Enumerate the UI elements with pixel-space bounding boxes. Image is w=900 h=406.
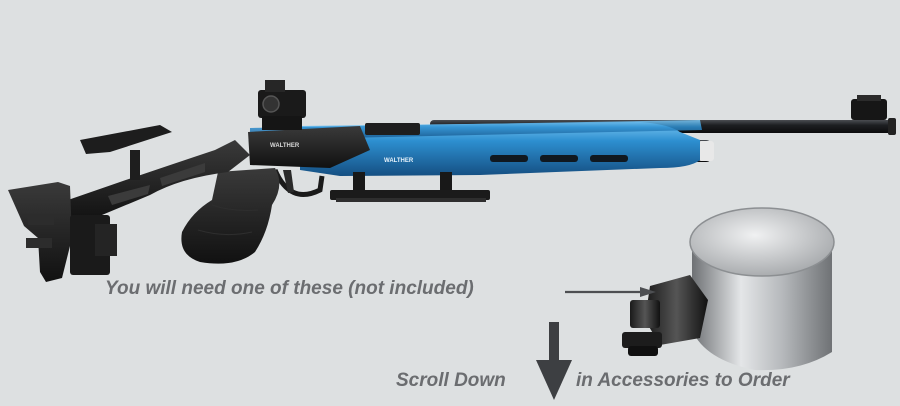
rear-sight (258, 80, 306, 130)
receiver (248, 126, 370, 168)
trigger-guard (272, 168, 325, 197)
front-sight (851, 99, 887, 120)
arrow-down-icon (536, 322, 572, 400)
pistol-grip (181, 168, 280, 264)
cheek-piece (80, 125, 172, 180)
receiver-logo: WALTHER (270, 143, 300, 149)
fill-adapter (622, 207, 835, 371)
fore-end-logo: WALTHER (384, 158, 414, 164)
accessories-caption: in Accessories to Order (576, 370, 790, 391)
scroll-down-caption: Scroll Down (396, 370, 506, 391)
air-rifle: WALTHER WALTHER (8, 80, 896, 282)
arrow-right-icon (565, 287, 656, 297)
need-one-caption: You will need one of these (not included… (105, 278, 474, 299)
trigger (283, 170, 294, 193)
butt-plate (8, 182, 72, 282)
accessory-rail (330, 172, 490, 202)
